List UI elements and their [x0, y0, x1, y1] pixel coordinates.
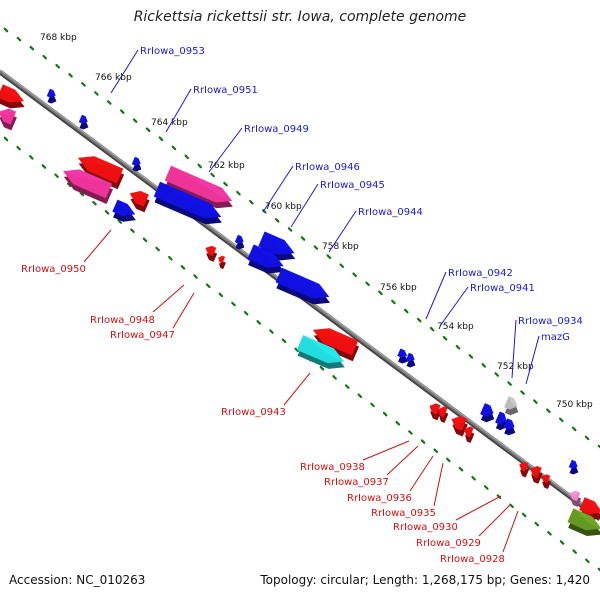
gene-label[interactable]: RrIowa_0951 [193, 85, 258, 96]
gene-label[interactable]: RrIowa_0944 [358, 207, 423, 218]
label-leader-line [83, 229, 112, 263]
gene-arrow [131, 156, 142, 172]
gene-label[interactable]: RrIowa_0938 [300, 462, 365, 473]
label-leader-line [433, 462, 444, 507]
gene-label[interactable]: RrIowa_0943 [221, 407, 286, 418]
gene-arrow [218, 255, 226, 270]
gene-arrow [312, 328, 360, 362]
label-leader-line [172, 292, 195, 329]
gene-arrow [129, 191, 150, 213]
gene-label[interactable]: RrIowa_0928 [440, 554, 505, 565]
gene-arrow [0, 84, 25, 109]
gene-arrow [63, 169, 113, 205]
gene-arrow [568, 459, 579, 475]
gene-arrow [275, 267, 331, 305]
label-leader-line [165, 88, 192, 133]
scale-tick-label: 760 kbp [265, 202, 302, 212]
gene-label[interactable]: RrIowa_0935 [371, 508, 436, 519]
gene-arrow [569, 490, 582, 507]
gene-arrow [0, 108, 17, 131]
gene-arrow [205, 245, 218, 262]
gene-arrow [504, 396, 519, 416]
label-leader-line [152, 284, 185, 313]
label-leader-line [386, 445, 419, 476]
gene-arrow [480, 403, 495, 423]
scale-tick-label: 754 kbp [437, 322, 474, 332]
scale-tick-label: 750 kbp [556, 400, 593, 410]
gene-arrow [503, 418, 516, 436]
label-leader-line [290, 183, 319, 228]
label-leader-line [478, 504, 511, 537]
gene-arrow [405, 352, 416, 368]
gene-arrow [451, 416, 468, 437]
gene-arrow [429, 403, 442, 421]
gene-arrow [46, 88, 57, 104]
gene-arrow [296, 335, 345, 369]
gene-arrow [519, 461, 530, 478]
gene-label[interactable]: RrIowa_0950 [21, 264, 86, 275]
gene-label[interactable]: RrIowa_0942 [448, 268, 513, 279]
gene-label[interactable]: RrIowa_0936 [347, 493, 412, 504]
scale-tick-label: 764 kbp [151, 118, 188, 128]
upper-tick-track [3, 27, 600, 449]
gene-label[interactable]: RrIowa_0948 [90, 315, 155, 326]
gene-label[interactable]: RrIowa_0929 [416, 538, 481, 549]
label-leader-line [525, 335, 540, 385]
gene-label[interactable]: RrIowa_0941 [470, 283, 535, 294]
gene-arrow [78, 114, 89, 130]
label-leader-line [283, 372, 311, 406]
label-leader-line [362, 440, 410, 461]
gene-label[interactable]: mazG [541, 332, 570, 343]
gene-arrow [247, 244, 285, 274]
gene-label[interactable]: RrIowa_0947 [110, 330, 175, 341]
label-leader-line [328, 210, 357, 253]
label-leader-line [455, 495, 502, 521]
gene-label[interactable]: RrIowa_0930 [393, 522, 458, 533]
accession-text: Accession: NC_010263 [9, 573, 146, 587]
label-leader-line [439, 286, 469, 327]
scale-tick-label: 752 kbp [497, 362, 534, 372]
gene-label[interactable]: RrIowa_0946 [295, 162, 360, 173]
genome-summary-text: Topology: circular; Length: 1,268,175 bp… [260, 573, 590, 587]
label-leader-line [208, 127, 243, 173]
gene-label[interactable]: RrIowa_0949 [244, 124, 309, 135]
gene-label[interactable]: RrIowa_0937 [324, 477, 389, 488]
gene-arrow [153, 181, 222, 225]
gene-arrow [164, 165, 233, 209]
map-title: Rickettsia rickettsii str. Iowa, complet… [133, 9, 467, 25]
label-leader-line [502, 510, 519, 553]
scale-tick-label: 766 kbp [95, 73, 132, 83]
gene-arrow [234, 234, 245, 250]
scale-tick-label: 758 kbp [322, 242, 359, 252]
label-leader-line [409, 455, 434, 492]
gene-arrow [530, 465, 543, 484]
gene-label[interactable]: RrIowa_0953 [140, 46, 205, 57]
label-leader-line [110, 49, 139, 94]
gene-arrow [464, 426, 475, 443]
scale-tick-label: 756 kbp [380, 283, 417, 293]
label-leader-line [425, 271, 447, 320]
lower-tick-track [3, 136, 600, 572]
scale-tick-label: 768 kbp [40, 33, 77, 43]
gene-arrow [438, 406, 449, 423]
label-leader-line [511, 319, 517, 379]
gene-arrow [397, 348, 408, 364]
gene-label[interactable]: RrIowa_0945 [320, 180, 385, 191]
label-leader-line [262, 165, 294, 213]
scale-tick-label: 762 kbp [208, 161, 245, 171]
gene-arrow [77, 156, 125, 190]
gene-arrow [541, 474, 552, 490]
gene-label[interactable]: RrIowa_0934 [518, 316, 583, 327]
gene-arrow [112, 199, 136, 222]
gene-arrow [567, 508, 600, 537]
